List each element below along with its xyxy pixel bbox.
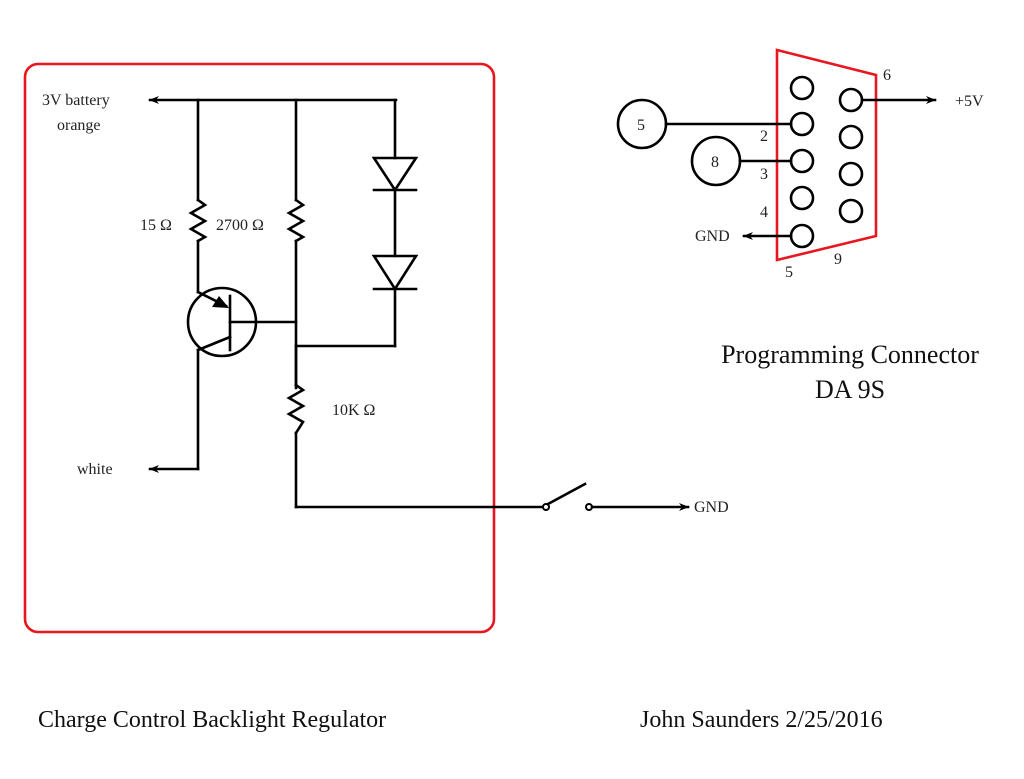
pin-label-4: 4 (760, 204, 768, 221)
battery-label-line1: 3V battery (42, 92, 110, 109)
author-date: John Saunders 2/25/2016 (640, 707, 883, 733)
connector-pins (789, 75, 864, 249)
pin-label-5: 5 (785, 264, 793, 281)
pin-label-2: 2 (760, 128, 768, 145)
connector-title: Programming Connector (721, 340, 979, 369)
wire-circle-5-label: 5 (637, 117, 645, 134)
plus5v-label: +5V (955, 93, 984, 110)
resistor-2700-label: 2700 Ω (216, 217, 264, 234)
resistor-10k-ohm (286, 344, 545, 509)
pin-label-9: 9 (834, 251, 842, 268)
gnd-pin-label: GND (695, 228, 730, 245)
diode-stack (294, 98, 419, 348)
connector-subtitle: DA 9S (815, 375, 885, 404)
wire-circle-8-label: 8 (711, 154, 719, 171)
white-label: white (77, 461, 113, 478)
pnp-transistor (186, 286, 298, 471)
db9-connector-shell (775, 48, 878, 262)
switch (542, 482, 690, 511)
circuit-enclosure (23, 62, 496, 634)
pin-label-3: 3 (760, 166, 768, 183)
resistor-10k-label: 10K Ω (332, 402, 376, 419)
pin-label-6: 6 (883, 67, 891, 84)
resistor-15-ohm (188, 98, 208, 294)
diagram-title: Charge Control Backlight Regulator (38, 707, 386, 733)
ground-label: GND (694, 499, 729, 516)
battery-label-line2: orange (57, 117, 101, 134)
resistor-15-label: 15 Ω (140, 217, 172, 234)
